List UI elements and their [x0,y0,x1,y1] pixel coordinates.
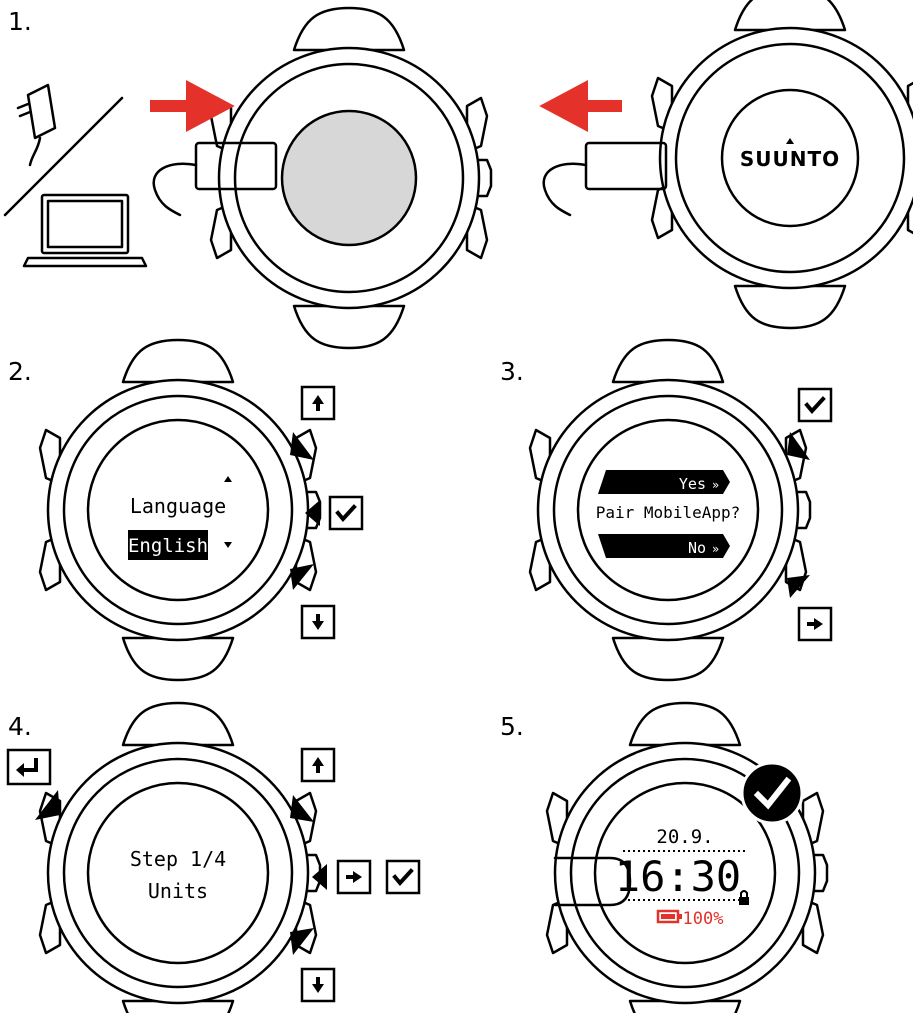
watch-language: Language English [38,338,322,682]
pointer-select-4 [312,864,327,890]
down-button-icon[interactable] [300,604,336,640]
language-title: Language [130,494,226,518]
step-number-5: 5. [500,712,524,741]
pointer-back [35,790,60,820]
next-button-icon-4[interactable] [336,859,372,895]
divider-slash [3,96,124,217]
scroll-down-icon [224,542,232,548]
yes-option: Yes [679,475,706,493]
watch-time-display: 20.9. 16:30 100% [545,701,829,1013]
step-counter: Step 1/4 [130,847,226,871]
pair-question: Pair MobileApp? [596,503,741,522]
laptop-icon [22,193,148,268]
wall-charger-icon [16,83,57,167]
arrow-right-icon [150,80,235,132]
language-selected: English [128,535,208,557]
watch-step-units: Step 1/4 Units [38,701,322,1013]
svg-text:»: » [712,478,719,492]
watch-pair-app: Yes » Pair MobileApp? No » [528,338,812,682]
usb-plug-icon [553,856,632,907]
down-button-icon-4[interactable] [300,967,336,1003]
charging-screen [280,109,418,247]
step-number-3: 3. [500,357,524,386]
pointer-down [290,564,314,590]
checkmark-badge-icon [740,761,804,825]
usb-cable-icon-2 [542,141,668,217]
battery-percent: 100% [683,909,724,929]
back-button-icon[interactable] [6,748,52,786]
battery-icon [656,909,682,924]
pointer-up [290,432,314,460]
pointer-down-4 [290,928,314,955]
brand-label: SUUNTO [740,147,840,171]
check-button-icon[interactable] [328,495,364,531]
arrow-left-icon [539,80,622,132]
units-label: Units [148,879,208,903]
step-number-4: 4. [8,712,32,741]
date-display: 20.9. [656,826,713,848]
usb-cable-icon [152,141,278,217]
next-button-icon[interactable] [797,606,833,642]
scroll-up-icon [224,476,232,482]
pointer-down-3 [787,575,810,598]
up-button-icon[interactable] [300,385,336,421]
time-display: 16:30 [615,852,741,901]
pointer-select [305,500,320,526]
step-number-2: 2. [8,357,32,386]
pointer-up-4 [290,795,314,822]
watch-charging [209,6,493,350]
up-button-icon-4[interactable] [300,747,336,783]
check-button-icon-2[interactable] [797,387,833,423]
lock-icon [739,890,749,905]
pointer-up-3 [787,432,810,460]
step-number-1: 1. [8,7,32,36]
no-option: No [688,539,706,557]
svg-text:»: » [712,542,719,556]
check-button-icon-4[interactable] [385,859,421,895]
watch-brand: SUUNTO [650,0,913,330]
